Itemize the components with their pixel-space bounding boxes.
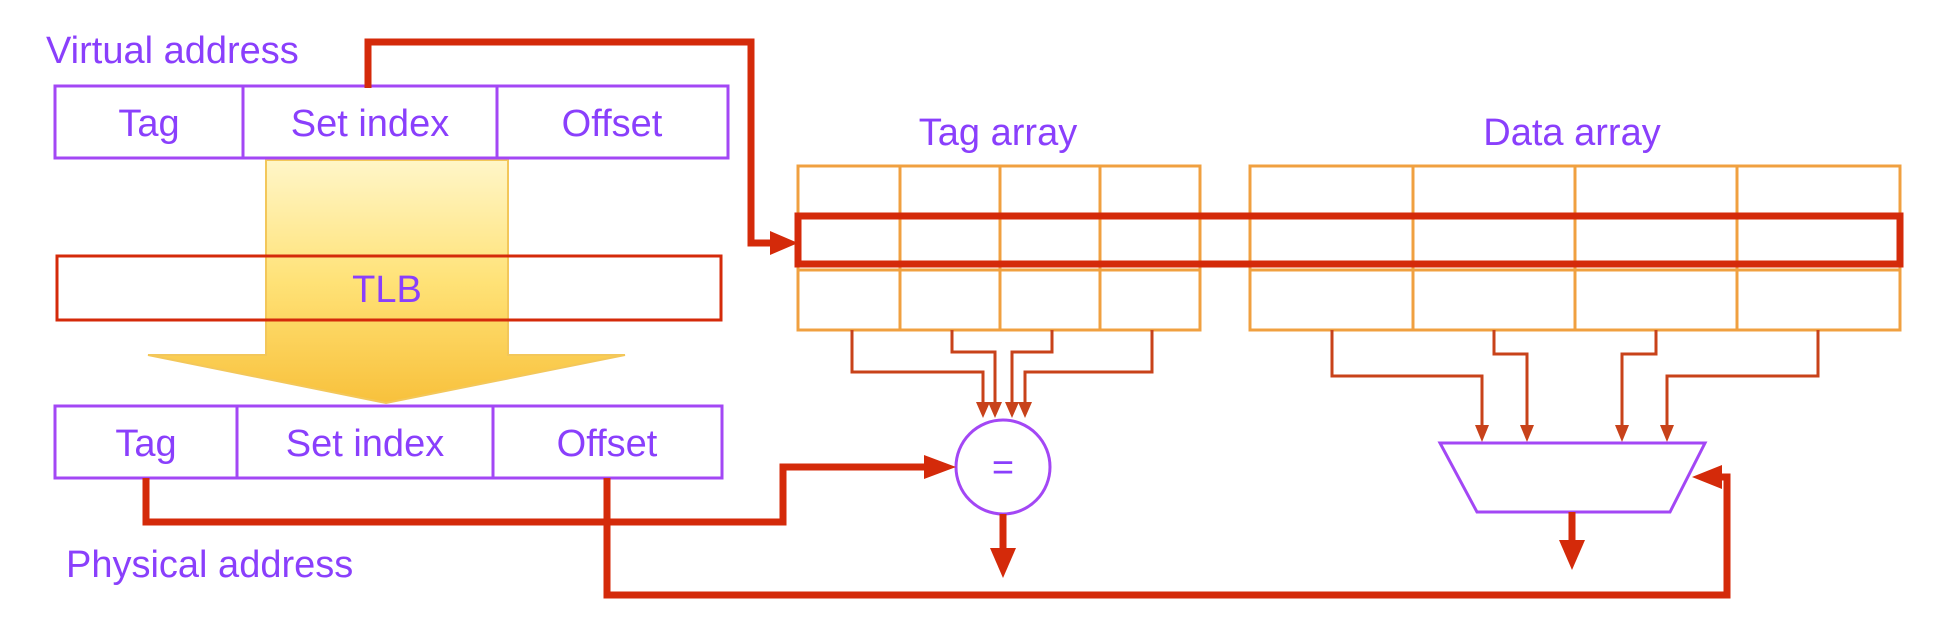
va-offset-label: Offset bbox=[562, 103, 663, 145]
offset-arrowhead bbox=[1692, 465, 1722, 489]
selected-set-row bbox=[794, 212, 1904, 268]
tag-array bbox=[796, 164, 1202, 332]
pa-tag-field bbox=[53, 404, 239, 480]
down-arrow-icon bbox=[147, 159, 626, 405]
tag-array-title: Tag array bbox=[919, 112, 1077, 154]
tlb-box bbox=[55, 254, 723, 322]
set-index-arrowhead bbox=[770, 231, 798, 255]
pa-tag-label: Tag bbox=[115, 423, 176, 465]
va-set-index-field bbox=[241, 84, 499, 160]
physical-tag-arrowhead bbox=[924, 455, 956, 479]
physical-tag-wire bbox=[142, 463, 930, 526]
offset-wire bbox=[603, 473, 1731, 599]
data-output-arrowhead bbox=[1559, 540, 1585, 570]
data-array-outputs bbox=[1330, 330, 1820, 442]
data-array-title: Data array bbox=[1483, 112, 1660, 154]
multiplexer-icon bbox=[1437, 441, 1708, 514]
hit-output-arrowhead bbox=[990, 548, 1016, 578]
virtual-address-box: Tag Set index Offset bbox=[53, 84, 730, 160]
tlb-label: TLB bbox=[352, 269, 422, 311]
pa-offset-label: Offset bbox=[557, 423, 658, 465]
virtual-address-title: Virtual address bbox=[46, 30, 299, 72]
comparator-symbol: = bbox=[992, 447, 1014, 489]
pa-set-index-label: Set index bbox=[286, 423, 444, 465]
data-array bbox=[1248, 164, 1902, 332]
physical-address-title: Physical address bbox=[66, 544, 353, 586]
tag-array-outputs bbox=[850, 330, 1154, 418]
set-index-wire bbox=[364, 38, 776, 247]
physical-address-box: Tag Set index Offset bbox=[53, 404, 724, 480]
va-offset-field bbox=[495, 84, 730, 160]
pa-offset-field bbox=[491, 404, 724, 480]
va-tag-label: Tag bbox=[118, 103, 179, 145]
va-set-index-label: Set index bbox=[291, 103, 449, 145]
